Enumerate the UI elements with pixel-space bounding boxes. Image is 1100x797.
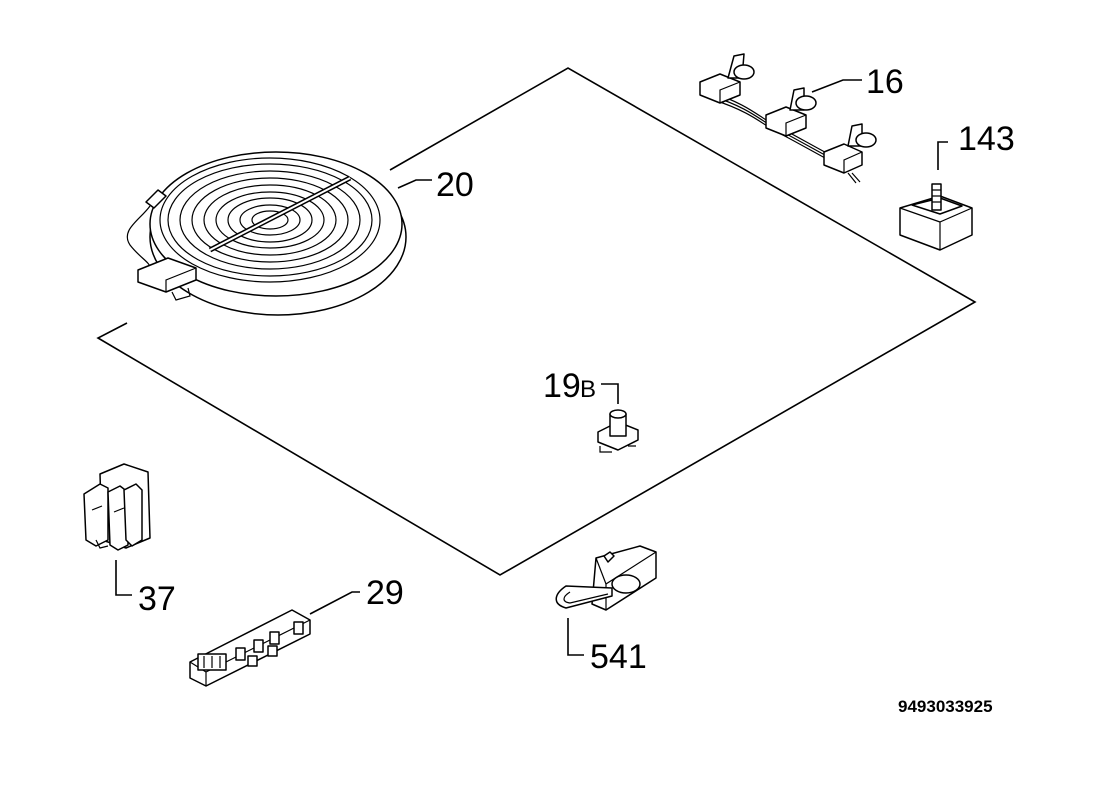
switch-harness: [699, 53, 877, 184]
callout-16: 16: [866, 63, 904, 101]
switch-clip: [83, 463, 151, 596]
fuse-holder: [555, 545, 657, 656]
callout-20: 20: [436, 166, 474, 204]
callout-29: 29: [366, 574, 404, 612]
callout-541: 541: [590, 638, 647, 676]
radiant-hotplate: [126, 151, 407, 316]
hob-plate-outline: [96, 67, 977, 576]
leader-lines: [397, 179, 432, 189]
indicator-lamp: [597, 383, 639, 453]
callout-19-suffix: B: [580, 376, 596, 403]
callout-19: 19: [543, 367, 581, 405]
energy-regulator: [899, 141, 973, 251]
callout-143: 143: [958, 120, 1015, 158]
terminal-block: [189, 591, 360, 687]
callout-37: 37: [138, 580, 176, 618]
reference-number: 9493033925: [898, 697, 993, 716]
